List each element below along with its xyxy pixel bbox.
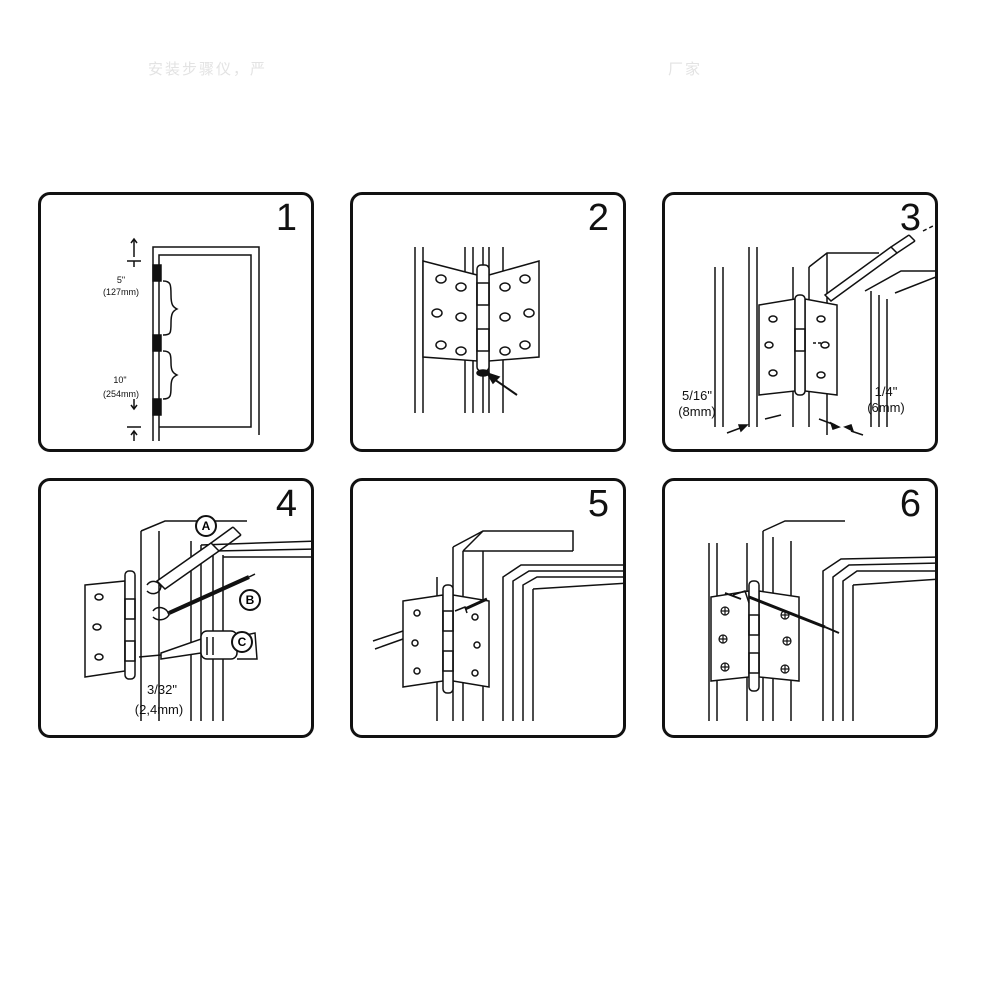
step-number: 1 xyxy=(275,197,297,239)
instruction-panel-step-3: 3 5/16" (8mm) 1/4" (6mm) xyxy=(662,192,938,452)
instruction-panel-step-2: 2 xyxy=(350,192,626,452)
step-4-illustration xyxy=(84,520,311,721)
step-6-illustration xyxy=(708,520,935,721)
faint-watermark-text-right: 厂家 xyxy=(668,60,703,78)
step-2-illustration xyxy=(414,247,540,413)
step-number: 4 xyxy=(275,483,297,525)
left-offset-mm-label: (8mm) xyxy=(678,404,716,419)
step-number: 2 xyxy=(587,197,609,239)
drill-size-inch-label: 3/32" xyxy=(147,682,177,697)
step-5-illustration xyxy=(372,530,623,721)
left-offset-inch-label: 5/16" xyxy=(682,388,712,403)
top-gap-label: 5" xyxy=(116,275,126,285)
faint-watermark-text-left: 安装步骤仪，严 xyxy=(148,60,268,78)
bottom-gap-label: 10" xyxy=(113,375,127,385)
right-offset-mm-label: (6mm) xyxy=(867,400,905,415)
step-a-marker: A xyxy=(195,515,217,537)
instruction-panel-step-5: 5 xyxy=(350,478,626,738)
step-number: 5 xyxy=(587,483,609,525)
step-3-illustration xyxy=(714,224,935,436)
top-gap-mm-label: (127mm) xyxy=(102,287,139,297)
drill-size-mm-label: (2,4mm) xyxy=(134,702,184,717)
instruction-panel-step-6: 6 xyxy=(662,478,938,738)
instruction-panel-step-4: 4 A B C 3/32" (2,4mm) xyxy=(38,478,314,738)
step-1-illustration xyxy=(127,237,260,441)
bottom-gap-mm-label: (254mm) xyxy=(102,389,139,399)
instruction-panel-step-1: 1 5" (127mm) 10" (254mm) xyxy=(38,192,314,452)
step-number: 6 xyxy=(899,483,921,525)
step-c-marker: C xyxy=(231,631,253,653)
right-offset-inch-label: 1/4" xyxy=(874,384,898,399)
step-number: 3 xyxy=(899,197,921,239)
step-b-marker: B xyxy=(239,589,261,611)
